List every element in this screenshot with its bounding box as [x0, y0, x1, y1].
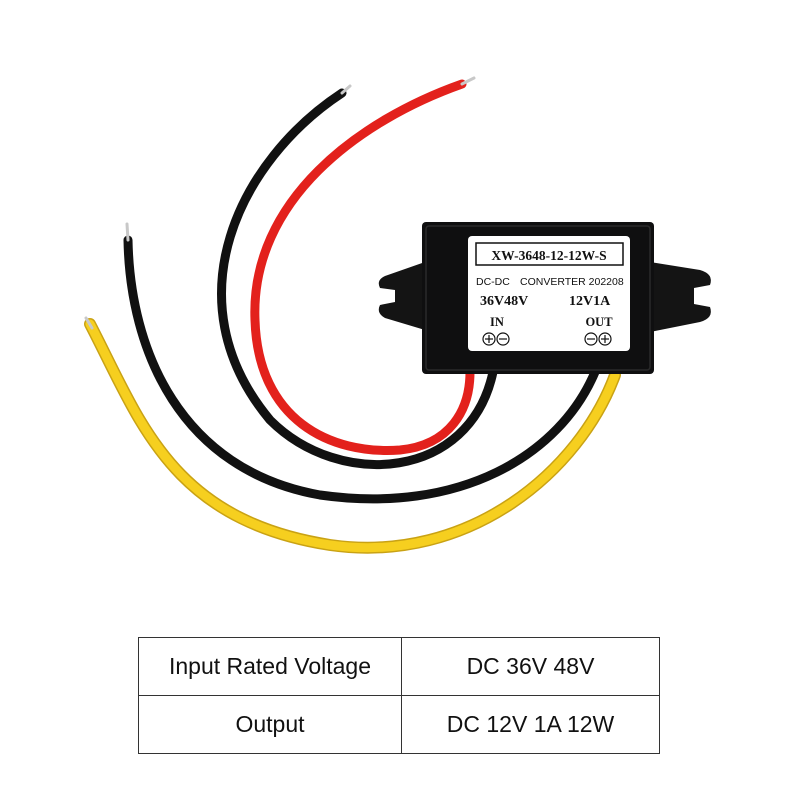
spec-table: Input Rated Voltage DC 36V 48V Output DC… [138, 637, 660, 754]
type-right: CONVERTER 202208 [520, 276, 624, 288]
wires [84, 79, 621, 554]
type-left: DC-DC [476, 276, 510, 288]
black-wire-outer [123, 235, 600, 504]
converter-module: XW-3648-12-12W-S DC-DC CONVERTER 202208 … [378, 222, 711, 374]
wire-tips [84, 76, 476, 330]
spec-label: Output [138, 695, 402, 754]
input-voltage: 36V48V [480, 294, 528, 309]
output-rating: 12V1A [569, 294, 611, 309]
red-wire [250, 79, 475, 455]
out-polarity-icons [584, 332, 612, 346]
spec-value: DC 12V 1A 12W [401, 695, 660, 754]
spec-label: Input Rated Voltage [138, 637, 402, 696]
in-label: IN [490, 315, 504, 329]
mounting-ear-right [650, 262, 711, 332]
product-photo: XW-3648-12-12W-S DC-DC CONVERTER 202208 … [84, 76, 711, 554]
table-row: Output DC 12V 1A 12W [138, 695, 660, 754]
out-label: OUT [585, 315, 613, 329]
model-number: XW-3648-12-12W-S [491, 248, 606, 263]
black-wire-inner [217, 88, 498, 470]
mounting-ear-left [378, 262, 425, 330]
spec-value: DC 36V 48V [401, 637, 660, 696]
table-row: Input Rated Voltage DC 36V 48V [138, 637, 660, 696]
in-polarity-icons [482, 332, 510, 346]
